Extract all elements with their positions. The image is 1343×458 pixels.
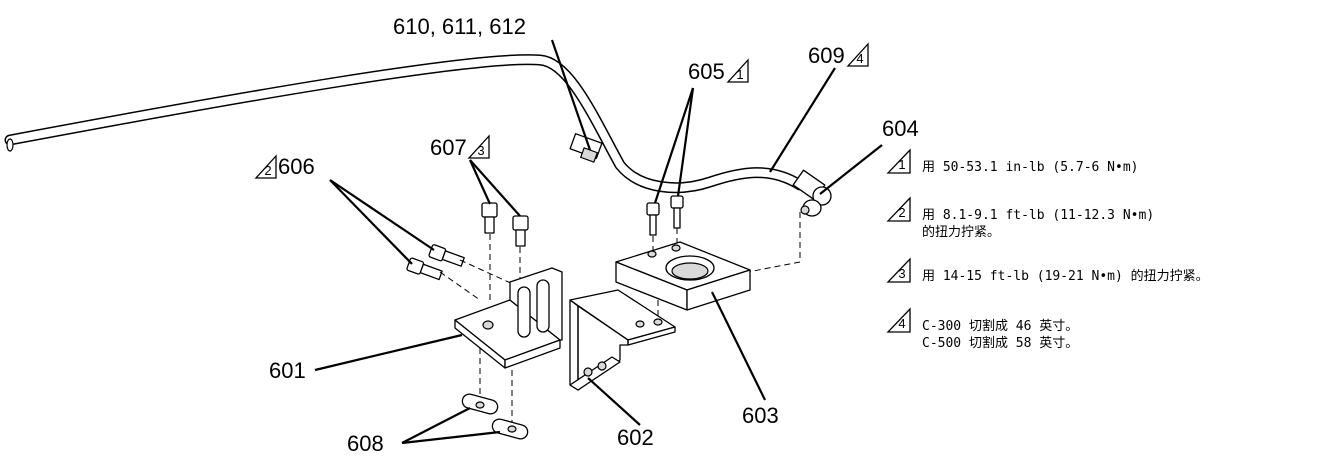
svg-text:2: 2 [898, 205, 905, 220]
callout-602: 602 [617, 425, 654, 450]
callout-605: 605 [688, 59, 725, 84]
note-4: 4 C-300 切割成 46 英寸。 C-500 切割成 58 英寸。 [886, 307, 1078, 351]
note-4-triangle-icon: 4 [886, 307, 911, 333]
note-2-triangle-icon: 2 [886, 196, 911, 222]
svg-text:3: 3 [477, 143, 484, 158]
svg-text:2: 2 [264, 163, 271, 178]
bolts-606 [406, 244, 465, 281]
screws-607 [481, 202, 529, 247]
callout-labels: 610, 611, 612 605 1 609 4 604 607 3 2 60… [254, 14, 919, 456]
note-3: 3 用 14-15 ft-lb (19-21 N•m) 的扭力拧紧。 [886, 257, 1209, 284]
svg-text:3: 3 [898, 266, 905, 281]
note-1-triangle-icon: 1 [886, 148, 911, 174]
svg-text:C-300 切割成 46 英寸。: C-300 切割成 46 英寸。 [922, 318, 1078, 334]
block-603 [615, 241, 751, 311]
screws-605 [646, 195, 684, 236]
svg-text:用 50-53.1 in-lb (5.7-6 N•m): 用 50-53.1 in-lb (5.7-6 N•m) [922, 160, 1139, 175]
callout-603: 603 [742, 403, 779, 428]
svg-text:的扭力拧紧。: 的扭力拧紧。 [922, 224, 1000, 240]
note-1: 1 用 50-53.1 in-lb (5.7-6 N•m) [886, 148, 1139, 175]
flag-triangle-609: 4 [846, 42, 869, 67]
svg-text:1: 1 [736, 67, 743, 82]
callout-609: 609 [808, 43, 845, 68]
callout-606: 606 [278, 154, 315, 179]
note-2: 2 用 8.1-9.1 ft-lb (11-12.3 N•m) 的扭力拧紧。 [886, 196, 1154, 240]
note-3-triangle-icon: 3 [886, 257, 911, 283]
svg-text:4: 4 [898, 316, 905, 331]
callout-601: 601 [269, 358, 306, 383]
flag-triangle-607: 3 [467, 134, 490, 159]
callout-607: 607 [430, 135, 467, 160]
callout-604: 604 [882, 116, 919, 141]
leader-lines [314, 39, 883, 445]
washers-608 [461, 393, 529, 440]
bracket-602 [569, 289, 676, 391]
bracket-601 [454, 267, 563, 369]
svg-text:C-500 切割成 58 英寸。: C-500 切割成 58 英寸。 [922, 335, 1078, 351]
callout-608: 608 [347, 431, 384, 456]
notes-list: 1 用 50-53.1 in-lb (5.7-6 N•m) 2 用 8.1-9.… [886, 148, 1209, 351]
flag-triangle-606: 2 [254, 154, 277, 179]
flag-triangle-605: 1 [726, 58, 749, 83]
fitting-604 [792, 169, 832, 217]
svg-text:4: 4 [856, 51, 863, 66]
svg-text:用 14-15 ft-lb (19-21 N•m) 的扭力拧: 用 14-15 ft-lb (19-21 N•m) 的扭力拧紧。 [922, 268, 1209, 284]
svg-text:用 8.1-9.1 ft-lb (11-12.3 N•m): 用 8.1-9.1 ft-lb (11-12.3 N•m) [922, 208, 1154, 223]
tube-609 [4, 54, 806, 194]
callout-610-611-612: 610, 611, 612 [393, 14, 526, 39]
clamp-610 [569, 133, 603, 163]
svg-text:1: 1 [898, 157, 905, 172]
